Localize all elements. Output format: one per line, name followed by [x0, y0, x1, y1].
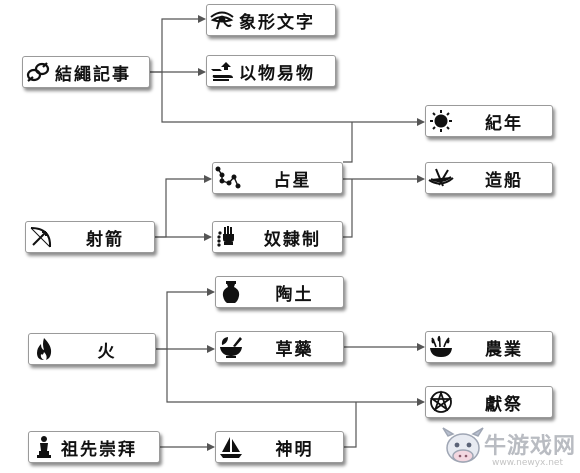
- node-herbalism: 草藥: [215, 331, 344, 363]
- node-label: 象形文字: [239, 12, 315, 33]
- node-label: 射箭: [86, 229, 124, 250]
- node-deity: 神明: [215, 431, 344, 463]
- node-label: 祖先崇拜: [61, 439, 137, 460]
- sail-icon: [216, 433, 246, 461]
- node-knot-records: 結繩記事: [22, 56, 150, 88]
- node-astrology: 占星: [212, 162, 343, 194]
- edge-knot-to-calendar: [161, 72, 425, 126]
- idol-icon: [29, 433, 59, 461]
- rope-knot-icon: [23, 58, 53, 86]
- watermark-name: 牛游戏网: [484, 434, 577, 459]
- node-sacrifice: 獻祭: [425, 386, 553, 418]
- node-fire: 火: [28, 333, 156, 365]
- mortar-pestle-icon: [216, 333, 246, 361]
- chained-hand-icon: [213, 223, 243, 251]
- constellation-icon: [213, 164, 243, 192]
- pentagram-icon: [426, 388, 456, 416]
- hand-exchange-icon: [207, 57, 237, 85]
- node-label: 草藥: [275, 339, 314, 360]
- sun-icon: [426, 107, 456, 135]
- edge-knot-to-hieroglyphs: [150, 15, 206, 73]
- edge-astrology-to-calendar: [343, 122, 353, 163]
- node-hieroglyphs: 象形文字: [206, 4, 336, 36]
- node-shipbuilding: 造船: [425, 162, 553, 194]
- node-archery: 射箭: [25, 221, 155, 253]
- edge-archery-to-astrology: [155, 175, 212, 238]
- node-label: 陶土: [275, 284, 314, 305]
- node-slavery: 奴隸制: [212, 221, 343, 253]
- node-label: 占星: [273, 170, 312, 191]
- node-label: 紀年: [485, 113, 523, 134]
- edge-fire-to-sacrifice: [166, 349, 425, 406]
- node-pottery: 陶土: [215, 276, 344, 308]
- node-ancestor-worship: 祖先崇拜: [28, 431, 160, 463]
- node-label: 神明: [275, 439, 314, 460]
- node-label: 農業: [485, 339, 523, 360]
- node-label: 火: [97, 341, 117, 362]
- node-label: 結繩記事: [55, 64, 131, 85]
- edge-slavery-to-shipbuilding: [343, 179, 353, 238]
- vase-icon: [216, 278, 246, 306]
- node-label: 造船: [485, 170, 523, 191]
- eye-of-horus-icon: [207, 6, 237, 34]
- node-label: 奴隸制: [264, 229, 321, 250]
- canoe-icon: [426, 164, 456, 192]
- watermark-url: www.newyx.net: [492, 458, 564, 468]
- flame-icon: [29, 335, 59, 363]
- node-label: 獻祭: [485, 394, 523, 415]
- node-label: 以物易物: [239, 63, 315, 84]
- grain-bowl-icon: [426, 333, 456, 361]
- edge-fire-to-pottery: [156, 288, 215, 350]
- node-barter: 以物易物: [206, 55, 336, 87]
- site-watermark: 牛游戏网 www.newyx.net: [440, 420, 580, 473]
- node-calendar: 紀年: [425, 105, 553, 137]
- bow-icon: [26, 223, 56, 251]
- node-agriculture: 農業: [425, 331, 553, 363]
- cow-mascot-logo: [442, 427, 484, 463]
- edge-deity-to-sacrifice: [344, 402, 357, 448]
